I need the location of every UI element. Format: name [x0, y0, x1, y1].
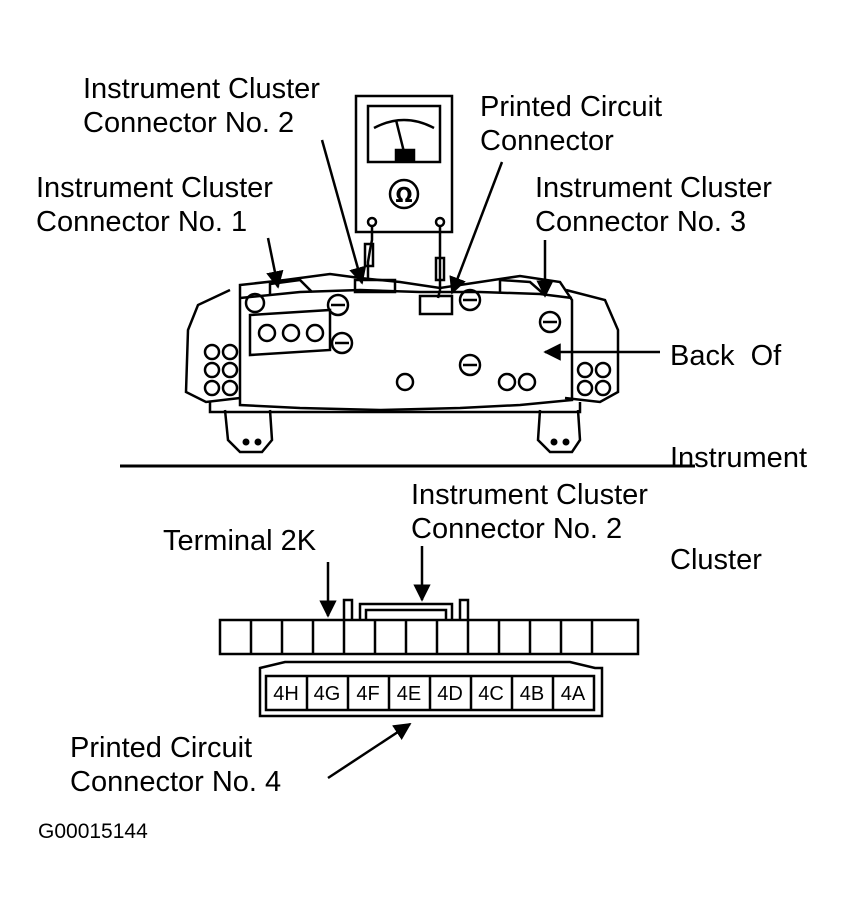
- connector-no-2: [218, 598, 640, 656]
- label-printed-circuit-connector: Printed Circuit Connector: [480, 91, 663, 157]
- ohmmeter: [354, 94, 454, 299]
- printed-circuit-connector-4: [258, 660, 604, 718]
- label-cluster-connector-2-bottom: Instrument Cluster Connector No. 2: [411, 479, 648, 545]
- pin-4g: 4G: [314, 683, 341, 705]
- figure-id: G00015144: [38, 820, 148, 843]
- label-back-of-instrument-cluster: Back Of Instrument Cluster: [670, 340, 807, 576]
- pin-labels: 4H 4G 4F 4E 4D 4C 4B 4A: [273, 683, 586, 705]
- pin-4h: 4H: [273, 683, 299, 705]
- label-cluster-connector-1: Instrument Cluster Connector No. 1: [36, 172, 273, 238]
- label-terminal-2k: Terminal 2K: [163, 525, 317, 557]
- bulb-sockets: [203, 323, 612, 397]
- ohm-symbol: Ω: [395, 183, 412, 207]
- pin-4b: 4B: [520, 683, 544, 705]
- pin-4c: 4C: [478, 683, 504, 705]
- label-cluster-connector-2-top: Instrument Cluster Connector No. 2: [83, 73, 320, 139]
- label-printed-circuit-connector-4: Printed Circuit Connector No. 4: [70, 732, 282, 798]
- pin-4f: 4F: [356, 683, 379, 705]
- pin-4e: 4E: [397, 683, 421, 705]
- pin-4d: 4D: [437, 683, 463, 705]
- callout-arrows-top: [266, 139, 660, 361]
- callout-arrows-bottom: [319, 546, 431, 780]
- bracket-holes: [242, 438, 570, 446]
- pin-4a: 4A: [561, 683, 586, 705]
- screw-heads: [244, 288, 562, 377]
- instrument-cluster-back: [184, 272, 620, 454]
- label-cluster-connector-3: Instrument Cluster Connector No. 3: [535, 172, 772, 238]
